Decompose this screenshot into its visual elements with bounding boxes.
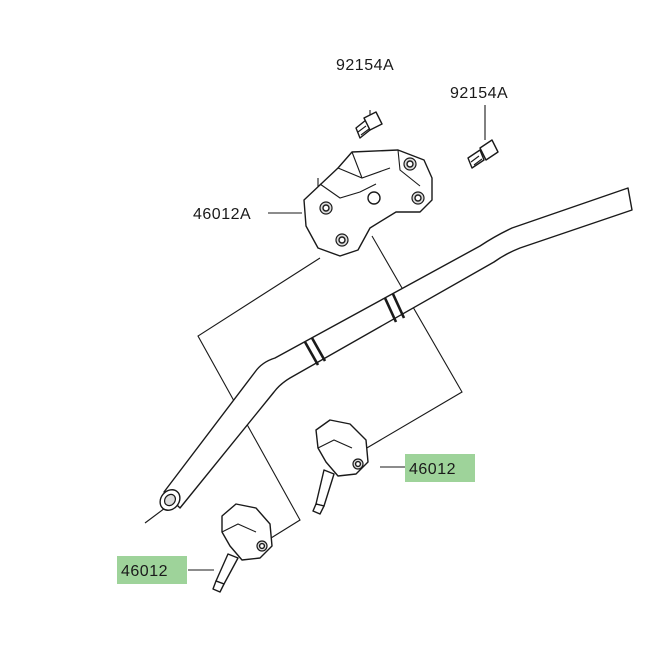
- callout-holder-right: 46012: [405, 454, 475, 482]
- part-number-46012-left: 46012: [121, 563, 168, 580]
- part-number-92154a-right: 92154A: [450, 85, 508, 102]
- holder-left: [212, 503, 273, 593]
- upper-clamp: [303, 149, 433, 257]
- part-number-46012-right: 46012: [409, 461, 456, 478]
- part-number-92154a-left: 92154A: [336, 57, 394, 74]
- bolt-right: [467, 139, 499, 169]
- handlebar: [159, 187, 633, 511]
- holder-right: [312, 419, 369, 515]
- callout-upper-clamp: 46012A: [193, 206, 251, 223]
- part-number-46012a: 46012A: [193, 206, 251, 223]
- bolt-left: [355, 111, 383, 139]
- callout-bolt-left: 92154A: [336, 57, 394, 74]
- highlight-box-left: [117, 556, 187, 584]
- callout-holder-left: 46012: [117, 556, 187, 584]
- highlight-box-right: [405, 454, 475, 482]
- callout-bolt-right: 92154A: [450, 85, 508, 102]
